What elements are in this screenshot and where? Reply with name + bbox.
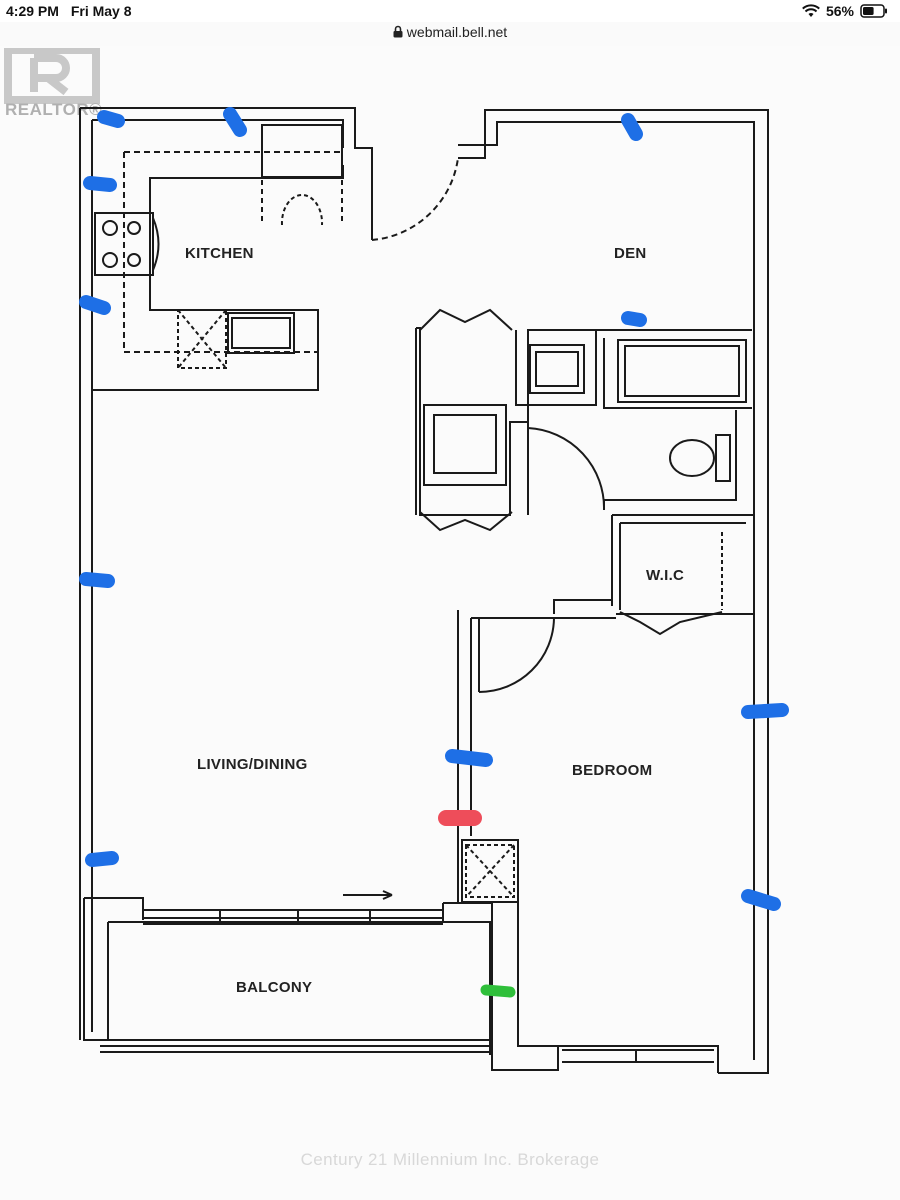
toilet	[669, 439, 715, 477]
room-label-den: DEN	[614, 245, 647, 262]
blue-marker	[97, 110, 125, 128]
address-bar[interactable]: webmail.bell.net	[0, 22, 900, 47]
green-marker	[480, 984, 516, 998]
blue-marker	[223, 107, 247, 137]
blue-marker	[79, 572, 115, 588]
room-label-kitchen: KITCHEN	[185, 245, 254, 262]
status-right: 56%	[802, 3, 888, 19]
lock-icon	[393, 25, 403, 38]
url-display[interactable]: webmail.bell.net	[0, 24, 900, 40]
status-time: 4:29 PM	[6, 3, 59, 19]
outer-wall	[80, 107, 373, 240]
blue-marker	[741, 703, 789, 719]
realtor-logo	[4, 48, 100, 104]
blue-marker-group	[79, 107, 789, 911]
wic-walls	[611, 514, 754, 610]
status-left: 4:29 PM Fri May 8	[6, 3, 132, 19]
bedroom-door	[478, 617, 555, 693]
range-stove	[94, 212, 154, 276]
battery-percent: 56%	[825, 3, 854, 19]
room-label-living-dining: LIVING/DINING	[197, 756, 308, 773]
bathroom-walls	[515, 330, 752, 409]
bathroom-vanity	[529, 344, 585, 394]
blue-marker	[83, 176, 117, 192]
refrigerator	[261, 124, 343, 178]
blue-marker	[445, 749, 493, 767]
wifi-icon	[802, 4, 820, 17]
blue-marker	[741, 889, 781, 911]
washer-dryer	[423, 404, 507, 486]
blue-marker	[85, 851, 119, 867]
brokerage-watermark: Century 21 Millennium Inc. Brokerage	[300, 1150, 600, 1169]
bathtub	[617, 339, 747, 403]
blue-marker	[621, 113, 643, 141]
room-label-bedroom: BEDROOM	[572, 762, 653, 779]
realtor-logo-text: REALTOR®	[5, 100, 103, 119]
battery-icon	[860, 4, 887, 18]
laundry-closet	[415, 327, 752, 516]
balcony	[83, 897, 491, 1055]
kitchen-counter	[92, 165, 344, 391]
room-label-wic: W.I.C	[646, 567, 685, 584]
url-text: webmail.bell.net	[406, 24, 508, 40]
entry-door	[371, 157, 459, 241]
sliding-door	[143, 909, 443, 925]
blue-marker	[621, 311, 647, 327]
bathroom-door	[527, 427, 606, 511]
status-date: Fri May 8	[70, 3, 132, 19]
status-bar: 4:29 PM Fri May 8 56%	[0, 0, 900, 22]
room-label-balcony: BALCONY	[236, 979, 313, 996]
blue-marker	[79, 295, 111, 315]
kitchen-sink	[227, 312, 295, 354]
